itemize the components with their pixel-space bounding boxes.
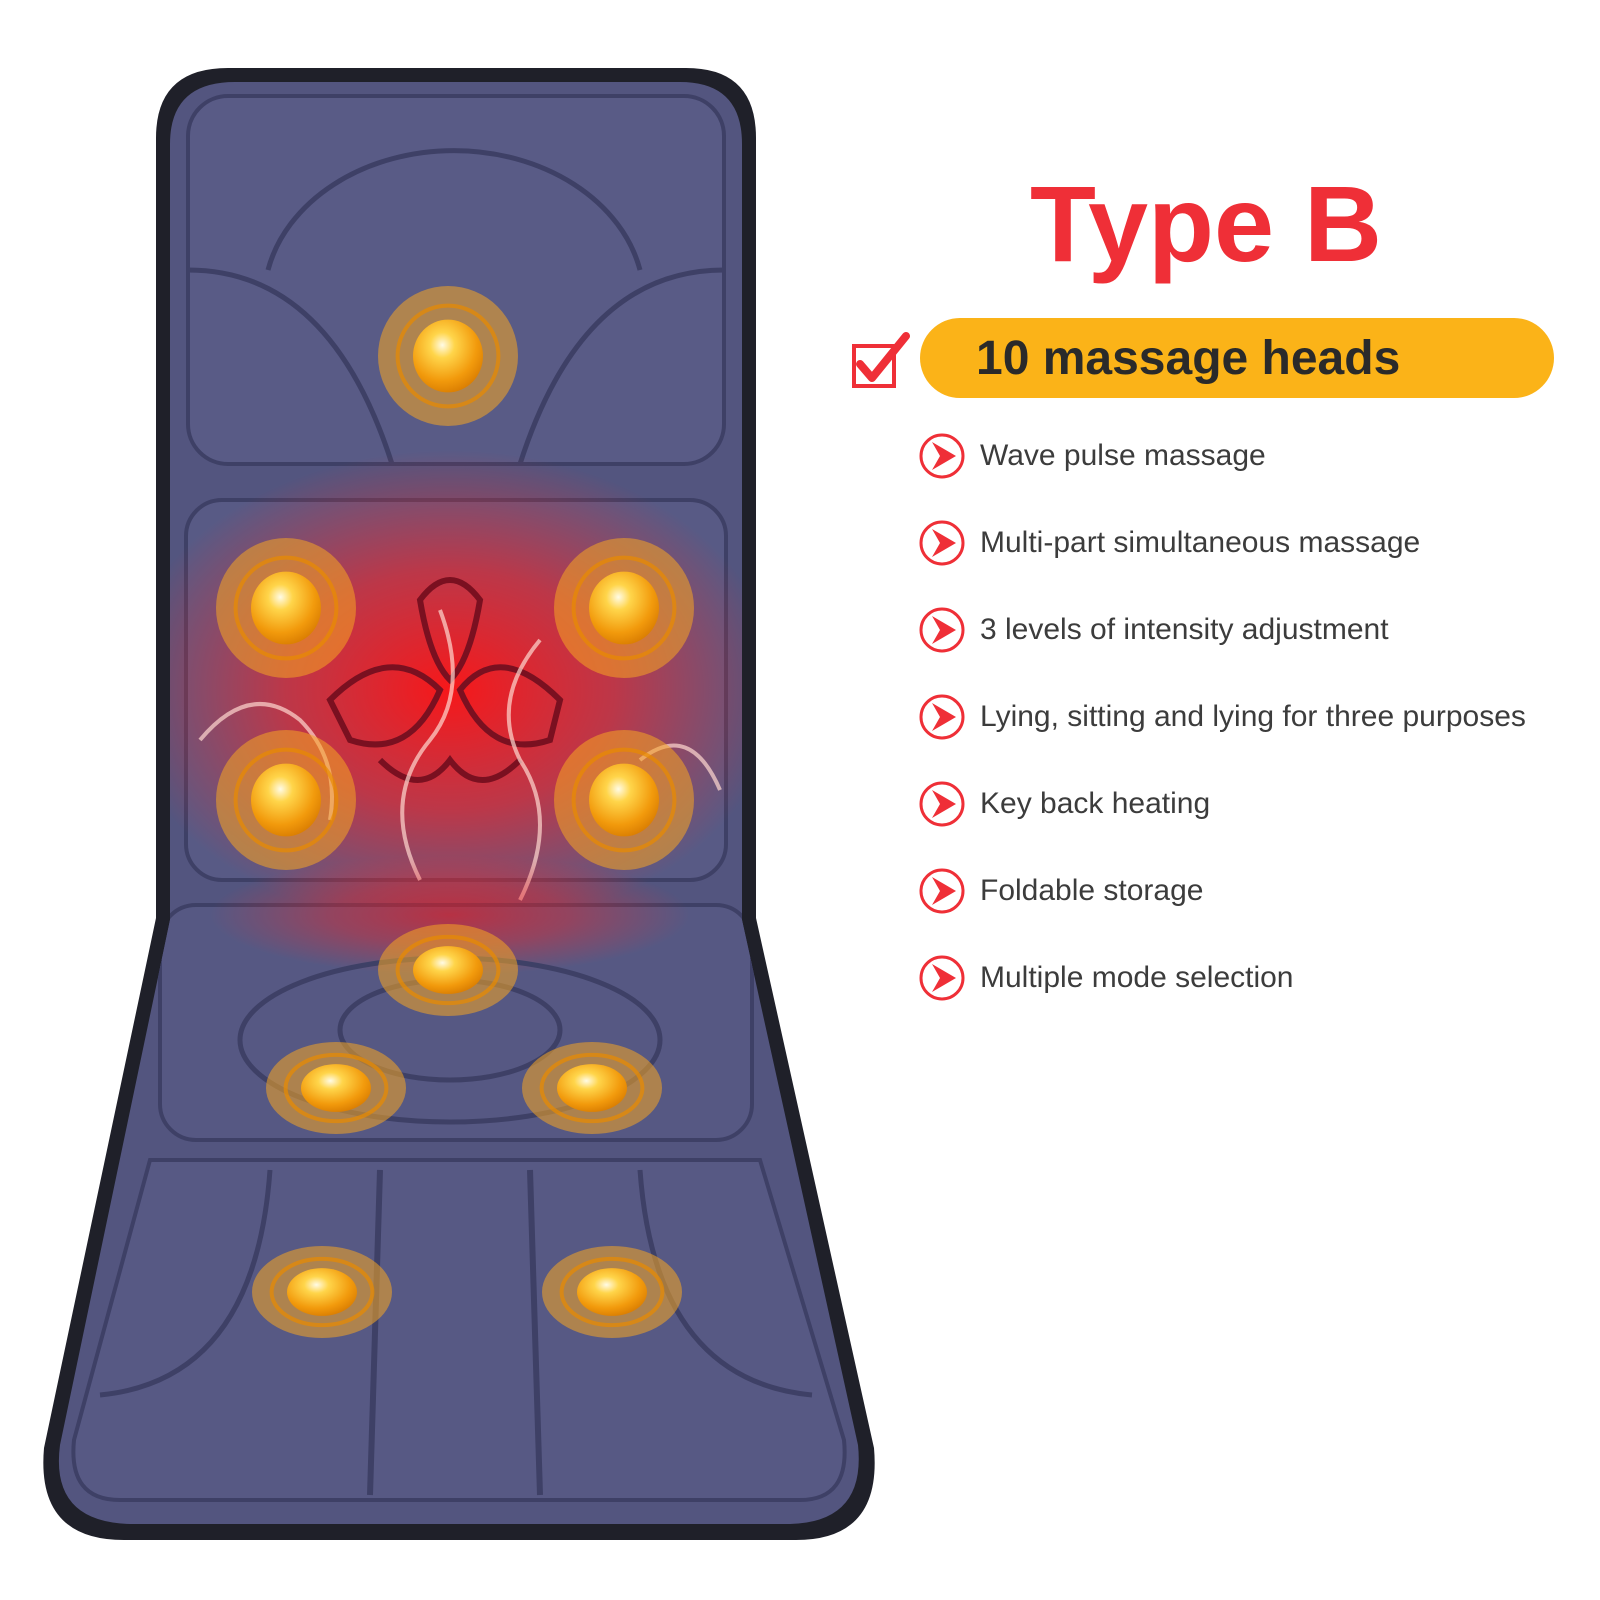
massage-heads [216,286,694,1338]
leg-section [71,1158,847,1502]
massage-head [378,924,518,1016]
headline-text: 10 massage heads [976,331,1401,385]
massage-head [554,730,694,870]
feature-label: Lying, sitting and lying for three purpo… [980,699,1526,733]
massage-head [216,730,356,870]
chevron-right-circle-icon [919,694,965,739]
chevron-right-circle-icon [919,868,965,913]
feature-item: Foldable storage [918,847,1600,934]
head-section [186,94,726,466]
massage-head [554,538,694,678]
feature-item: Key back heating [918,760,1600,847]
feature-item: Lying, sitting and lying for three purpo… [918,673,1600,760]
page-title: Type B [1030,163,1383,284]
feature-label: Multiple mode selection [980,960,1294,994]
massage-head [216,538,356,678]
chevron-right-circle-icon [919,607,965,652]
red-checkbox-check-icon [852,332,910,388]
headline-banner: 10 massage heads [920,318,1554,398]
massage-mat-illustration [43,68,875,1540]
massage-head [542,1246,682,1338]
massage-head [522,1042,662,1134]
chevron-right-circle-icon [919,955,965,1000]
massage-head [266,1042,406,1134]
mat-fabric [58,82,859,1524]
chevron-right-circle-icon [919,433,965,478]
feature-list: Wave pulse massage Multi-part simultaneo… [918,412,1600,1021]
feature-label: Multi-part simultaneous massage [980,525,1421,559]
feature-item: Multi-part simultaneous massage [918,499,1600,586]
feature-item: Wave pulse massage [918,412,1600,499]
massage-head [378,286,518,426]
chevron-right-circle-icon [919,520,965,565]
massage-head [252,1246,392,1338]
feature-label: Key back heating [980,786,1211,820]
chevron-right-circle-icon [919,781,965,826]
feature-label: 3 levels of intensity adjustment [980,612,1389,646]
feature-label: Foldable storage [980,873,1204,907]
feature-item: Multiple mode selection [918,934,1600,1021]
feature-label: Wave pulse massage [980,438,1266,472]
feature-item: 3 levels of intensity adjustment [918,586,1600,673]
